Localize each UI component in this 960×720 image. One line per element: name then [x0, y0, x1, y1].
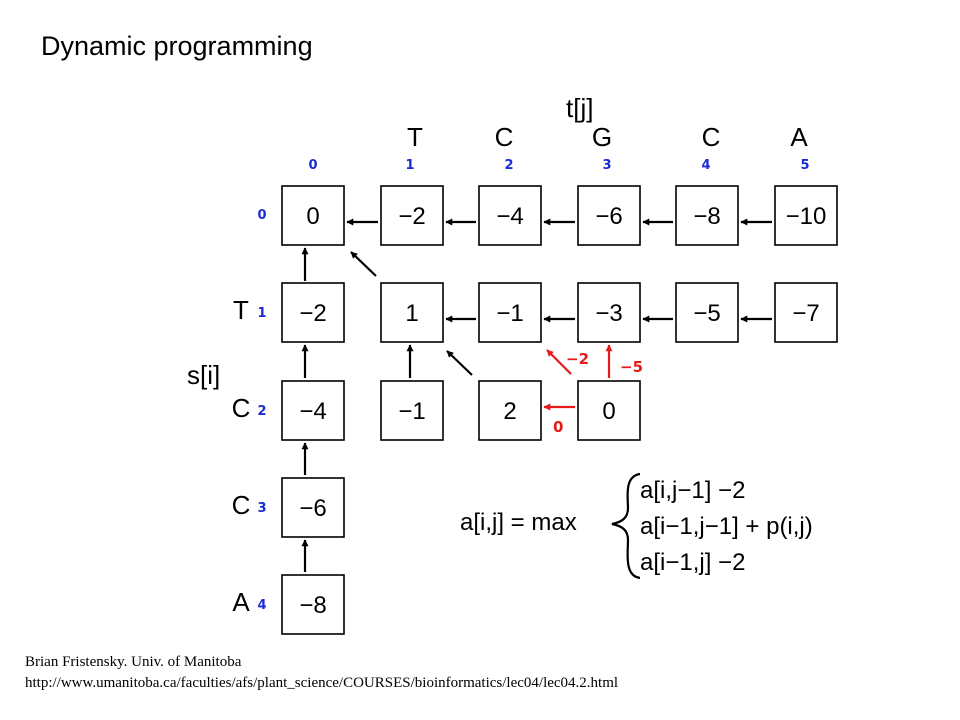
- cell-value: −1: [496, 300, 523, 327]
- credit-url: http://www.umanitoba.ca/faculties/afs/pl…: [25, 675, 619, 691]
- cell-value: 1: [405, 300, 418, 327]
- t-letter: G: [592, 122, 612, 152]
- t-index: 3: [602, 158, 611, 173]
- cell-value: −5: [693, 300, 720, 327]
- cell-box: [478, 380, 542, 441]
- cell-box: [281, 574, 345, 635]
- s-letter: A: [232, 587, 250, 617]
- red-score-left: 0: [553, 418, 563, 436]
- red-arrows: [543, 344, 613, 411]
- s-letter: T: [233, 295, 249, 325]
- red-score-up: −5: [620, 358, 643, 376]
- t-index: 2: [504, 158, 513, 173]
- cell-box: [281, 282, 345, 343]
- cell-box: [577, 185, 641, 246]
- cell-value: 2: [503, 398, 516, 425]
- t-letter: C: [495, 122, 514, 152]
- cell-box: [281, 380, 345, 441]
- t-letter: A: [790, 122, 808, 152]
- cell-box: [478, 282, 542, 343]
- t-index: 5: [800, 158, 809, 173]
- cell-value: −7: [792, 300, 819, 327]
- t-letter: C: [702, 122, 721, 152]
- s-axis-label: s[i]: [187, 360, 220, 390]
- s-index: 4: [257, 598, 266, 613]
- cell-value: −4: [299, 398, 326, 425]
- formula-line3: a[i−1,j] −2: [640, 549, 745, 576]
- s-index: 1: [257, 306, 266, 321]
- cell-box: [577, 282, 641, 343]
- cell-box: [577, 380, 641, 441]
- s-index: 0: [257, 208, 266, 223]
- formula-line2: a[i−1,j−1] + p(i,j): [640, 513, 813, 540]
- diagonal-arrow-icon: [546, 349, 572, 375]
- s-index: 3: [257, 501, 266, 516]
- diagonal-arrow-icon: [350, 251, 377, 277]
- cell-value: −6: [595, 203, 622, 230]
- cell-value: 0: [602, 398, 615, 425]
- arrows-misc: [350, 251, 473, 378]
- cell-value: 0: [306, 203, 319, 230]
- s-letter: C: [232, 490, 251, 520]
- cell-box: [380, 185, 444, 246]
- cell-value: −2: [398, 203, 425, 230]
- cell-value: −1: [398, 398, 425, 425]
- cell-value: −3: [595, 300, 622, 327]
- cell-box: [774, 282, 838, 343]
- t-index: 4: [701, 158, 710, 173]
- formula-lhs: a[i,j] = max: [460, 509, 577, 536]
- cell-box: [675, 282, 739, 343]
- red-score-diag: −2: [566, 350, 589, 368]
- formula-line1: a[i,j−1] −2: [640, 477, 745, 504]
- credit-author: Brian Fristensky. Univ. of Manitoba: [25, 654, 242, 670]
- cell-box: [380, 380, 444, 441]
- page-title: Dynamic programming: [41, 31, 313, 61]
- cell-value: −8: [693, 203, 720, 230]
- t-index: 1: [405, 158, 414, 173]
- cell-box: [478, 185, 542, 246]
- cell-box: [774, 185, 838, 246]
- t-letter: T: [407, 122, 423, 152]
- cell-box: [281, 477, 345, 538]
- cell-value: −8: [299, 592, 326, 619]
- cell-box: [281, 185, 345, 246]
- t-index: 0: [308, 158, 317, 173]
- cell-box: [380, 282, 444, 343]
- t-axis-label: t[j]: [566, 93, 593, 123]
- cell-value: −10: [786, 203, 827, 230]
- cell-value: −6: [299, 495, 326, 522]
- diagonal-arrow-icon: [446, 350, 473, 376]
- brace-icon: [611, 472, 641, 580]
- cell-value: −4: [496, 203, 523, 230]
- s-index: 2: [257, 404, 266, 419]
- cell-box: [675, 185, 739, 246]
- cell-value: −2: [299, 300, 326, 327]
- s-letter: C: [232, 393, 251, 423]
